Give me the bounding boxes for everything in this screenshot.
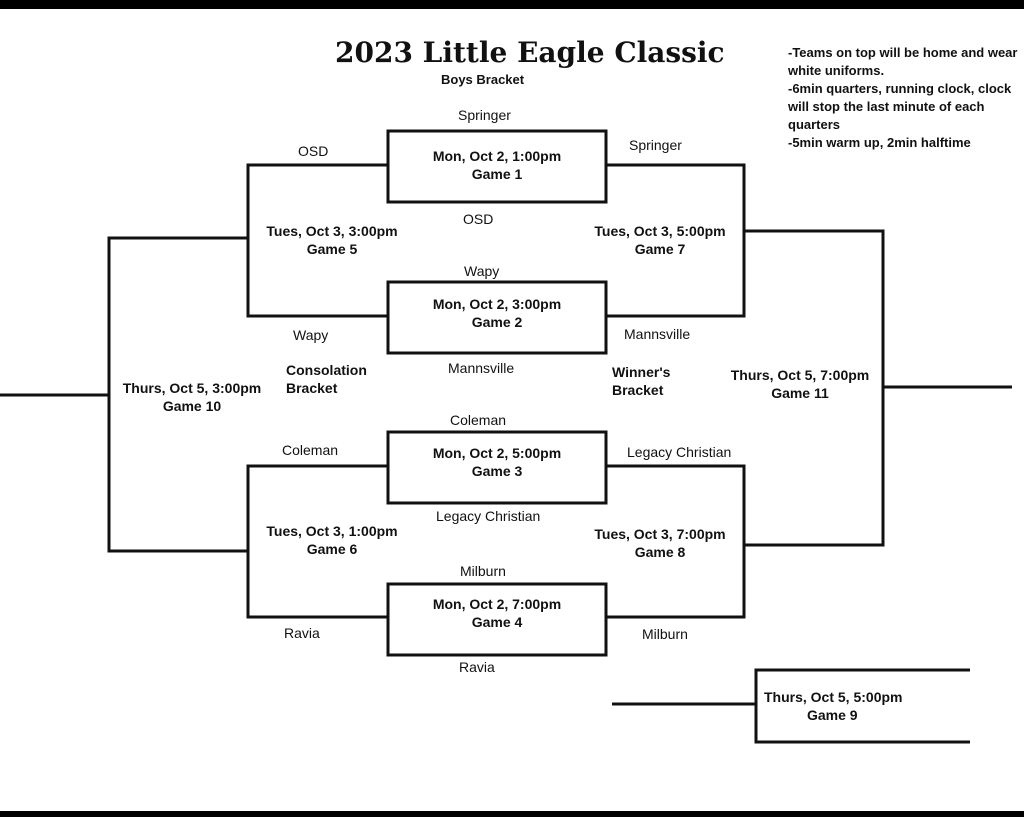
game-9-bracket: [754, 668, 970, 744]
game-9-name: Game 9: [807, 707, 858, 723]
game-2-info: Mon, Oct 2, 3:00pm Game 2: [388, 295, 606, 331]
team-g2-bottom: Mannsville: [448, 360, 515, 376]
page-title: 2023 Little Eagle Classic: [335, 36, 725, 69]
game-6-name: Game 6: [306, 541, 358, 557]
rules-notes: -Teams on top will be home and wear whit…: [788, 44, 1018, 152]
game-4-name: Game 4: [471, 614, 523, 630]
bottom-border: [0, 811, 1024, 817]
game-5-bracket: [246, 163, 388, 318]
game-1-info: Mon, Oct 2, 1:00pm Game 1: [388, 147, 606, 183]
game-4-time: Mon, Oct 2, 7:00pm: [432, 596, 562, 612]
game-6-bracket: [246, 464, 388, 619]
game-5-time: Tues, Oct 3, 3:00pm: [266, 223, 398, 239]
game-5-name: Game 5: [306, 241, 358, 257]
game-10-info: Thurs, Oct 5, 3:00pm Game 10: [112, 379, 272, 415]
consolation-label-line: Consolation: [286, 362, 367, 378]
winners-bracket-label: Winner's Bracket: [612, 363, 670, 399]
game-7-info: Tues, Oct 3, 5:00pm Game 7: [580, 222, 740, 258]
game-10-time: Thurs, Oct 5, 3:00pm: [122, 380, 262, 396]
consolation-bracket-label: Consolation Bracket: [286, 361, 367, 397]
game-9-time: Thurs, Oct 5, 5:00pm: [764, 689, 903, 705]
team-g3-top: Coleman: [450, 412, 507, 428]
game-2-time: Mon, Oct 2, 3:00pm: [432, 296, 562, 312]
note-item: -Teams on top will be home and wear whit…: [788, 45, 1018, 78]
team-g1-top: Springer: [458, 107, 511, 123]
team-g3-bottom: Legacy Christian: [436, 508, 541, 524]
note-item: -5min warm up, 2min halftime: [788, 135, 971, 150]
game-8-info: Tues, Oct 3, 7:00pm Game 8: [580, 525, 740, 561]
game-6-info: Tues, Oct 3, 1:00pm Game 6: [252, 522, 412, 558]
top-border: [0, 0, 1024, 9]
consolation-label-line: Bracket: [286, 380, 338, 396]
team-g2-winner: Mannsville: [624, 326, 691, 342]
winners-label-line: Bracket: [612, 382, 664, 398]
team-g4-winner: Milburn: [642, 626, 688, 642]
team-g3-winner: Legacy Christian: [627, 444, 732, 460]
team-g1-bottom: OSD: [463, 211, 494, 227]
team-g1-loser: OSD: [298, 143, 329, 159]
game-1-time: Mon, Oct 2, 1:00pm: [432, 148, 562, 164]
game-4-box: [386, 582, 608, 657]
game-5-info: Tues, Oct 3, 3:00pm Game 5: [252, 222, 412, 258]
game-3-time: Mon, Oct 2, 5:00pm: [432, 445, 562, 461]
game-11-info: Thurs, Oct 5, 7:00pm Game 11: [720, 366, 880, 402]
game-3-name: Game 3: [471, 463, 523, 479]
game-2-name: Game 2: [471, 314, 523, 330]
note-item: -6min quarters, running clock, clock wil…: [788, 81, 1012, 132]
game-7-bracket: [606, 163, 746, 318]
team-g2-top: Wapy: [464, 263, 500, 279]
game-9-info: Thurs, Oct 5, 5:00pm Game 9: [764, 688, 914, 724]
winners-label-line: Winner's: [612, 364, 671, 380]
team-g1-winner: Springer: [629, 137, 682, 153]
game-8-time: Tues, Oct 3, 7:00pm: [594, 526, 726, 542]
game-11-time: Thurs, Oct 5, 7:00pm: [730, 367, 870, 383]
game-7-name: Game 7: [634, 241, 686, 257]
game-1-name: Game 1: [471, 166, 523, 182]
page-subtitle: Boys Bracket: [441, 72, 525, 87]
game-8-name: Game 8: [634, 544, 686, 560]
game-11-name: Game 11: [771, 385, 829, 401]
game-10-name: Game 10: [162, 398, 222, 414]
game-7-time: Tues, Oct 3, 5:00pm: [594, 223, 726, 239]
game-8-bracket: [606, 464, 746, 619]
game-3-info: Mon, Oct 2, 5:00pm Game 3: [388, 444, 606, 480]
team-g4-top: Milburn: [460, 563, 506, 579]
game-6-time: Tues, Oct 3, 1:00pm: [266, 523, 398, 539]
game-4-info: Mon, Oct 2, 7:00pm Game 4: [388, 595, 606, 631]
team-g3-loser: Coleman: [282, 442, 339, 458]
team-g2-loser: Wapy: [293, 327, 329, 343]
team-g4-bottom: Ravia: [459, 659, 495, 675]
team-g4-loser: Ravia: [284, 625, 320, 641]
